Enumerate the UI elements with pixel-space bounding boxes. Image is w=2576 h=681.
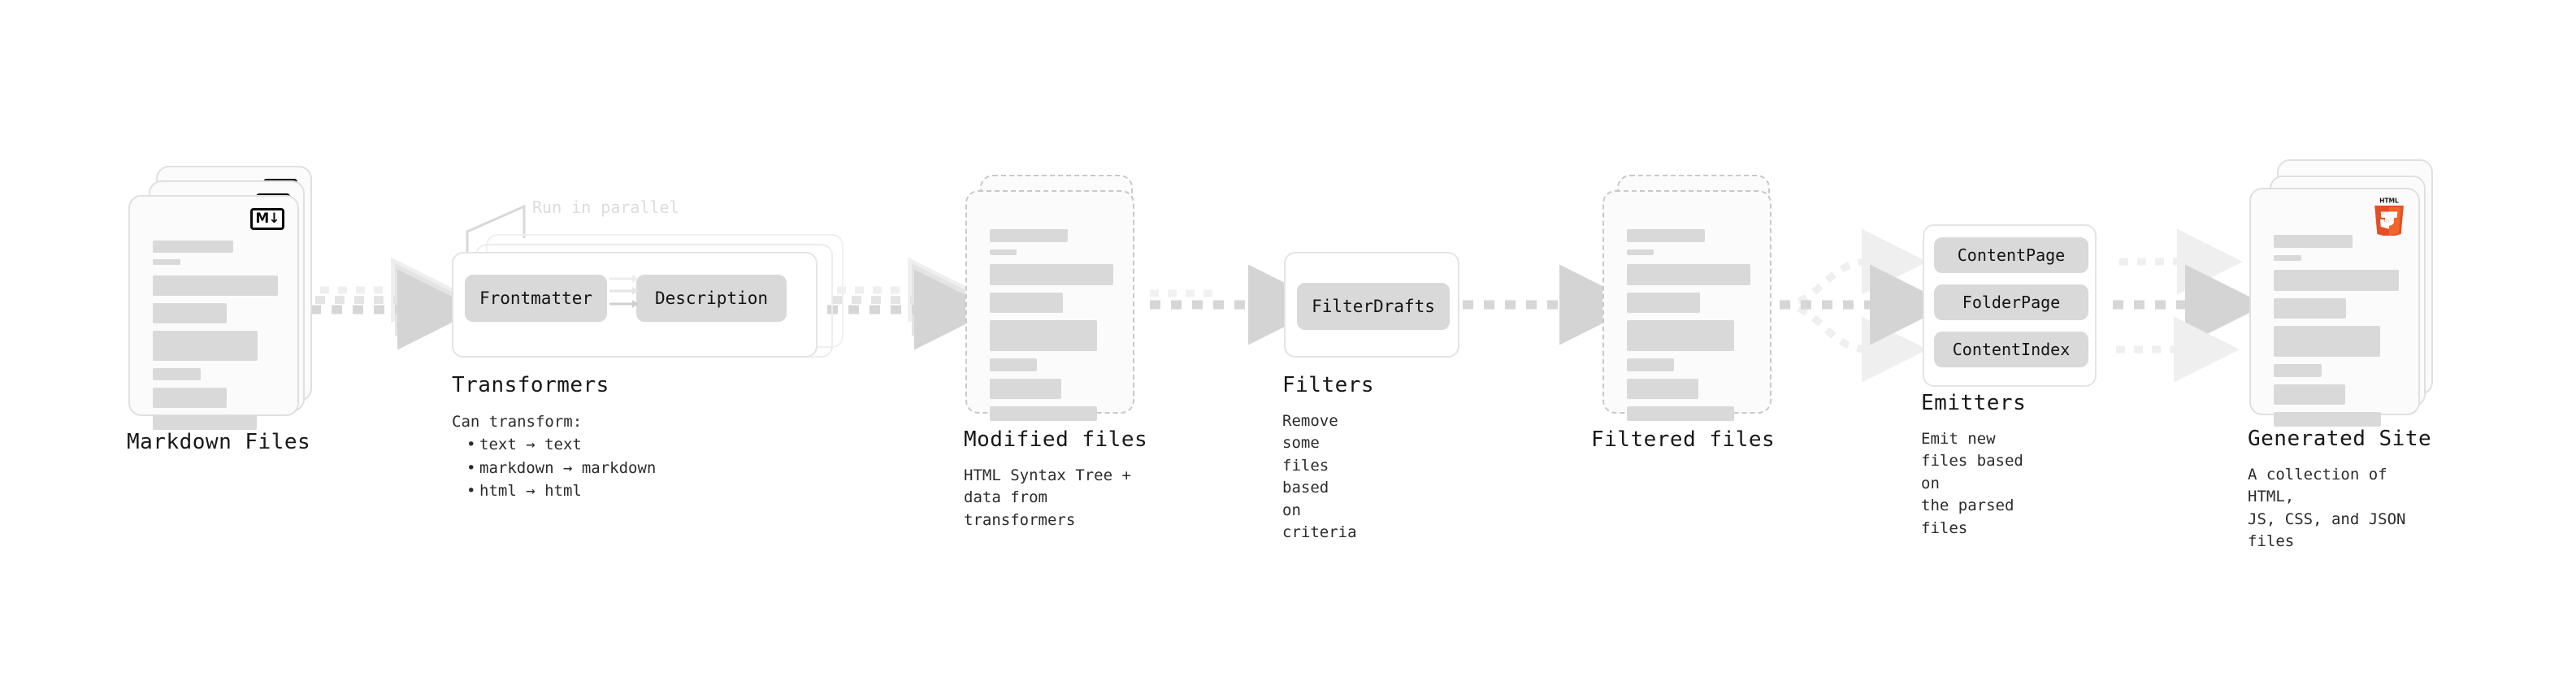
generated-site-caption: Generated Site A collection of HTML, JS,… [2248, 426, 2431, 553]
skeleton-bar [1627, 320, 1735, 351]
skeleton-bar [1627, 379, 1699, 399]
skeleton-bar [1627, 358, 1674, 371]
skeleton-bar [990, 406, 1098, 421]
list-item: text → text [466, 433, 656, 457]
skeleton-bar [2274, 326, 2380, 357]
filters-box[interactable]: FilterDrafts [1284, 252, 1459, 358]
transformers-lead: Can transform: [452, 412, 583, 431]
modified-card-skeleton [990, 229, 1113, 421]
svg-text:5: 5 [2383, 210, 2395, 230]
emitter-pill-contentindex[interactable]: ContentIndex [1934, 332, 2088, 367]
skeleton-bar [2274, 298, 2347, 319]
skeleton-bar [153, 415, 257, 430]
skeleton-bar [990, 320, 1098, 351]
skeleton-bar [2274, 412, 2382, 427]
skeleton-bar [990, 229, 1068, 242]
transformers-list: text → text markdown → markdown html → h… [452, 433, 656, 503]
connector-emitters-to-site [2113, 228, 2266, 383]
connector-filtered-to-emitters [1780, 228, 1950, 383]
modified-card-front[interactable] [965, 190, 1134, 421]
emitter-pill-folderpage[interactable]: FolderPage [1934, 284, 2088, 320]
list-item: html → html [466, 479, 656, 503]
modified-files-description: HTML Syntax Tree + data from transformer… [964, 466, 1131, 529]
skeleton-bar [2274, 270, 2399, 291]
filters-caption: Filters Remove some files based on crite… [1282, 372, 1374, 544]
filter-pill-filterdrafts[interactable]: FilterDrafts [1297, 283, 1450, 330]
page-title: Generated Site [2248, 427, 2432, 451]
transformers-caption: Transformers Can transform: text → text … [452, 372, 656, 503]
site-card-skeleton [2274, 235, 2399, 427]
filters-description: Remove some files based on criteria [1282, 411, 1357, 542]
skeleton-bar [990, 358, 1037, 371]
generated-site-description: A collection of HTML, JS, CSS, and JSON … [2248, 465, 2406, 551]
markdown-card-front[interactable]: M↓ [128, 195, 299, 430]
skeleton-bar [1627, 249, 1654, 255]
skeleton-bar [2274, 255, 2301, 261]
skeleton-bar [1627, 293, 1700, 313]
transformers-description: Can transform: text → text markdown → ma… [452, 410, 656, 503]
page-title: Filtered files [1591, 427, 1776, 452]
skeleton-bar [2274, 235, 2353, 248]
modified-files-caption: Modified files HTML Syntax Tree + data f… [964, 427, 1147, 531]
html5-icon: HTML 5 [2371, 197, 2407, 236]
transformer-pill-frontmatter[interactable]: Frontmatter [465, 275, 607, 322]
skeleton-bar [153, 368, 201, 380]
skeleton-bar [1627, 406, 1735, 421]
skeleton-bar [990, 264, 1113, 285]
skeleton-bar [990, 249, 1017, 255]
skeleton-bar [2274, 364, 2322, 377]
page-title: Modified files [964, 427, 1148, 452]
page-title: Emitters [1921, 391, 2027, 415]
transformers-box[interactable]: Frontmatter Description [452, 252, 817, 358]
transformer-internal-arrows [609, 275, 639, 308]
html5-shield-icon: HTML 5 [2374, 197, 2404, 236]
skeleton-bar [1627, 264, 1750, 285]
filtered-files-caption: Filtered files [1591, 427, 1775, 453]
connector-md-to-transformers [310, 257, 478, 350]
page-title: Filters [1282, 373, 1375, 397]
skeleton-bar [153, 331, 258, 361]
list-item: markdown → markdown [466, 457, 656, 480]
skeleton-bar [990, 379, 1062, 399]
emitters-description: Emit new files based on the parsed files [1921, 429, 2023, 537]
skeleton-bar [153, 241, 233, 253]
transformer-pill-description[interactable]: Description [636, 275, 787, 322]
run-in-parallel-label: Run in parallel [532, 197, 679, 217]
site-card-front[interactable]: HTML 5 [2249, 188, 2420, 427]
filtered-card-skeleton [1627, 229, 1750, 421]
skeleton-bar [153, 303, 227, 323]
connector-modified-to-filters [1150, 264, 1329, 345]
page-title: Markdown Files [127, 430, 311, 454]
skeleton-bar [153, 388, 227, 408]
markdown-card-skeleton [153, 241, 278, 430]
emitter-pill-contentpage[interactable]: ContentPage [1934, 237, 2088, 273]
skeleton-bar [990, 293, 1063, 313]
svg-text:HTML: HTML [2379, 197, 2399, 205]
markdown-icon: M↓ [250, 208, 284, 230]
skeleton-bar [153, 275, 278, 296]
emitters-caption: Emitters Emit new files based on the par… [1921, 390, 2026, 540]
markdown-files-caption: Markdown Files [127, 429, 310, 456]
emitters-box[interactable]: ContentPage FolderPage ContentIndex [1923, 224, 2097, 387]
filtered-card-front[interactable] [1602, 190, 1772, 421]
skeleton-bar [1627, 229, 1705, 242]
page-title: Transformers [452, 373, 609, 397]
skeleton-bar [2274, 384, 2345, 405]
skeleton-bar [153, 259, 180, 265]
